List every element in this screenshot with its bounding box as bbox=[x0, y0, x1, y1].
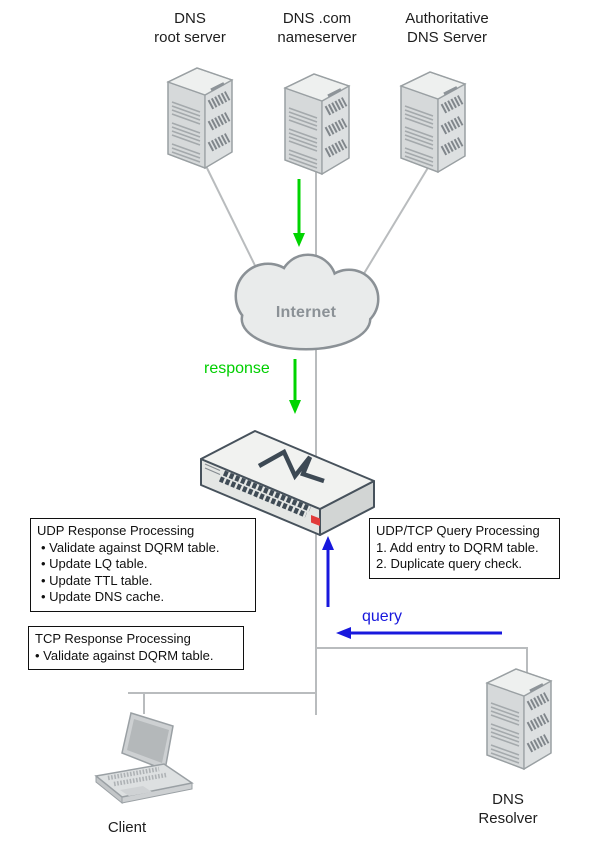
query-arrows bbox=[322, 536, 502, 639]
query-processing-item: 2. Duplicate query check. bbox=[376, 556, 522, 571]
response-arrowhead bbox=[289, 400, 301, 414]
query-processing-item: 1. Add entry to DQRM table. bbox=[376, 539, 539, 555]
connector-resolver bbox=[316, 647, 528, 673]
dns-com-nameserver-label: DNS .com nameserver bbox=[277, 10, 357, 46]
udp-response-processing-title: UDP Response Processing bbox=[37, 523, 195, 538]
udp-response-item: • Update TTL table. bbox=[41, 572, 153, 588]
dns-root-server-label: DNS root server bbox=[154, 10, 226, 46]
internet-label: Internet bbox=[275, 304, 337, 321]
appliance-label-lines bbox=[204, 463, 221, 476]
client-laptop-icon bbox=[94, 712, 194, 805]
dns-resolver-label: DNS Resolver bbox=[478, 791, 538, 827]
query-flow-label: query bbox=[362, 608, 403, 625]
dns-root-server-icon bbox=[168, 68, 232, 168]
response-flow-label: response bbox=[204, 360, 270, 377]
response-arrowhead bbox=[293, 233, 305, 247]
firewall-appliance-icon bbox=[200, 430, 375, 536]
udp-response-item: • Update LQ table. bbox=[41, 556, 148, 571]
dns-com-nameserver-icon bbox=[285, 74, 349, 174]
appliance-port-row bbox=[222, 470, 312, 512]
authoritative-dns-server-icon bbox=[401, 72, 465, 172]
authoritative-dns-server-label: Authoritative DNS Server bbox=[405, 10, 489, 46]
internet-cloud-icon bbox=[234, 253, 380, 351]
tcp-response-processing-box: TCP Response Processing • Validate again… bbox=[28, 626, 244, 670]
query-arrowhead bbox=[322, 536, 334, 550]
udp-response-processing-box: UDP Response Processing • Validate again… bbox=[30, 518, 256, 612]
appliance-zigzag-logo bbox=[257, 448, 325, 484]
udp-response-item: • Update DNS cache. bbox=[41, 589, 165, 604]
tcp-response-processing-title: TCP Response Processing bbox=[35, 631, 191, 646]
tcp-response-item: • Validate against DQRM table. bbox=[35, 647, 214, 663]
response-arrows bbox=[289, 179, 305, 414]
query-arrowhead bbox=[336, 627, 351, 639]
appliance-red-logo bbox=[311, 515, 320, 526]
dns-resolver-server-icon bbox=[487, 669, 551, 769]
udp-tcp-query-processing-title: UDP/TCP Query Processing bbox=[376, 523, 540, 538]
udp-response-item: • Validate against DQRM table. bbox=[41, 539, 220, 555]
udp-tcp-query-processing-box: UDP/TCP Query Processing 1. Add entry to… bbox=[369, 518, 560, 579]
client-label: Client bbox=[107, 819, 147, 836]
appliance-port-row bbox=[218, 476, 308, 518]
